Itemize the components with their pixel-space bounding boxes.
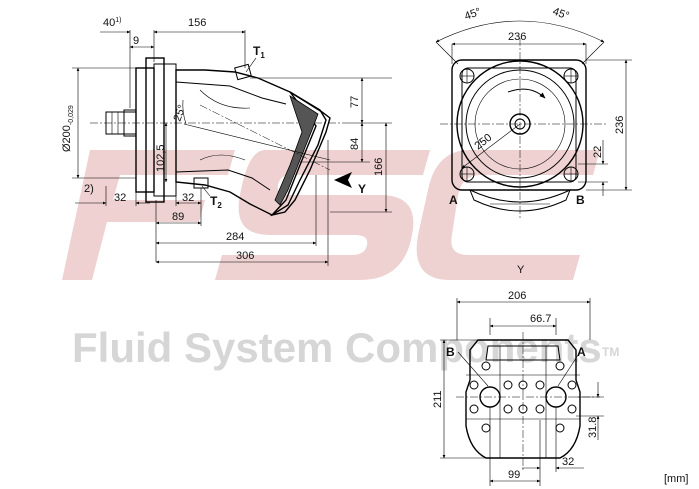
pump-housing <box>175 69 327 216</box>
angle-45-right: 45° <box>551 6 571 23</box>
watermark: Fluid System Components TM <box>62 150 619 371</box>
watermark-trademark: TM <box>602 345 619 359</box>
bolt-holes <box>459 68 579 182</box>
units-label: [mm] <box>664 473 688 485</box>
dim-dia200: Ø200-0,029 <box>61 105 75 152</box>
dim-306: 306 <box>236 250 254 262</box>
dim-166: 166 <box>373 158 385 176</box>
angle-45-left: 45° <box>463 6 483 23</box>
t2-port-boss <box>193 177 209 189</box>
dim-156: 156 <box>188 17 206 29</box>
dim-32a: 32 <box>114 192 126 204</box>
port-t2-label: T2 <box>210 194 222 210</box>
dim-32-y: 32 <box>562 456 574 468</box>
dim-77: 77 <box>349 96 361 108</box>
front-view: 45° 45° 236 250 236 <box>435 6 632 218</box>
front-port-a: A <box>449 193 458 207</box>
dim-99: 99 <box>508 469 520 481</box>
front-port-b: B <box>576 193 585 207</box>
dim-284: 284 <box>226 231 244 243</box>
view-arrow-label: Y <box>358 182 366 196</box>
y-bolt-holes <box>469 361 577 433</box>
y-port-a: A <box>577 345 586 359</box>
fsc-logo <box>62 150 600 280</box>
watermark-company: Fluid System Components <box>72 324 602 371</box>
dim-206: 206 <box>508 290 526 302</box>
dim-32b: 32 <box>182 192 194 204</box>
y-port-b: B <box>446 345 455 359</box>
port-plate-body <box>465 339 581 459</box>
y-view-title: Y <box>517 264 525 276</box>
dim-236-h: 236 <box>614 116 626 134</box>
dim-211: 211 <box>432 390 444 408</box>
side-view: 401) 156 9 T1 T2 Ø200-0,029 2) 102,5 25°… <box>61 17 392 266</box>
dim-102-5: 102,5 <box>155 144 167 172</box>
port-cap <box>269 91 331 217</box>
square-flange <box>451 59 587 191</box>
dim-22: 22 <box>592 146 604 158</box>
y-view: Y 206 66.7 <box>432 264 604 486</box>
dim-40: 401) <box>103 17 121 29</box>
angle-25: 25° <box>172 103 189 123</box>
dim-9: 9 <box>133 35 139 47</box>
dim-250: 250 <box>472 132 494 153</box>
dim-84: 84 <box>349 138 361 150</box>
dim-236-w: 236 <box>508 31 526 43</box>
dim-66-7: 66.7 <box>530 313 551 325</box>
port-t1-label: T1 <box>253 44 265 60</box>
note-2: 2) <box>84 183 94 195</box>
dim-31-8: 31.8 <box>587 417 599 438</box>
shaft-end <box>509 113 531 135</box>
t1-port-boss <box>234 63 252 81</box>
dim-89: 89 <box>172 211 184 223</box>
view-arrow <box>334 172 352 188</box>
